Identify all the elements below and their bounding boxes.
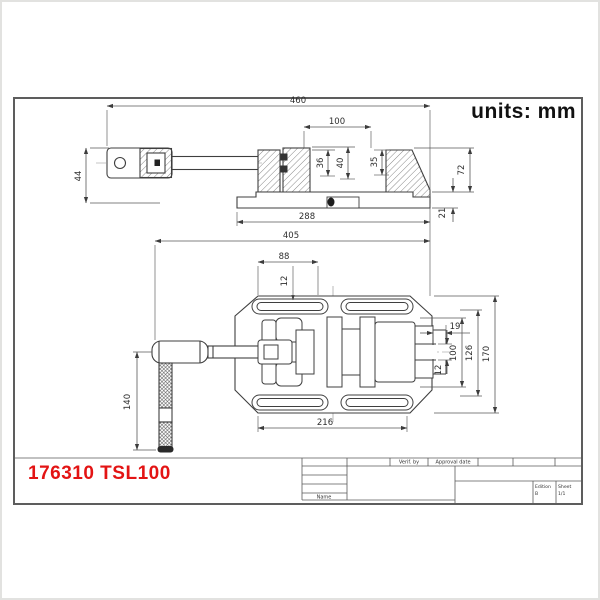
verif-by-label: Verif. by (399, 460, 419, 466)
dim-88-label: 88 (279, 252, 290, 262)
handle-bar-knurl-bottom (158, 421, 173, 449)
sheet-value: 1/1 (558, 491, 565, 497)
top-view-dim-labels: 405 88 12 140 216 19 100 12 126 170 (123, 231, 492, 428)
dim-12b-label: 12 (434, 365, 444, 376)
dim-405-label: 405 (283, 231, 299, 241)
dim-36-label: 36 (316, 158, 326, 169)
sheet-label: Sheet (558, 484, 571, 490)
units-label: units: mm (471, 100, 576, 123)
screw-rod (171, 155, 259, 171)
approval-date-label: Approval date (435, 460, 470, 466)
handle-bar-tip (157, 446, 174, 453)
side-view-dim-labels: 460 100 44 36 40 35 72 21 288 (74, 96, 467, 222)
top-view (151, 286, 450, 453)
title-block-labels: Verif. by Approval date Name Edition B S… (317, 460, 572, 501)
name-label: Name (317, 495, 332, 501)
dim-40-label: 40 (336, 158, 346, 169)
dim-126-label: 126 (465, 345, 475, 361)
dim-44-label: 44 (74, 171, 84, 182)
mounting-slots (251, 298, 414, 411)
jaw-plates (326, 316, 376, 388)
side-view-dimensions (83, 103, 474, 296)
dim-100b-label: 100 (449, 345, 459, 361)
dim-100-label: 100 (329, 117, 345, 127)
dim-19-label: 19 (450, 322, 461, 332)
dim-216-label: 216 (317, 418, 333, 428)
side-view (96, 147, 431, 209)
dim-12a-label: 12 (280, 276, 290, 287)
left-column (257, 149, 281, 193)
dim-72-label: 72 (457, 165, 467, 176)
edition-label: Edition (535, 484, 551, 490)
dim-460-label: 460 (290, 96, 306, 106)
dim-35-label: 35 (370, 157, 380, 168)
dim-288-label: 288 (299, 212, 315, 222)
movable-jaw-top (257, 317, 315, 387)
handle-bar-knurl-top (158, 362, 173, 409)
handle-hole (113, 156, 127, 170)
dim-21-label: 21 (438, 208, 448, 219)
top-view-dimensions (133, 238, 499, 451)
dim-140-label: 140 (123, 394, 133, 410)
title-block (13, 457, 583, 503)
dim-170-label: 170 (482, 346, 492, 362)
part-number: 176310 TSL100 (28, 463, 171, 484)
edition-value: B (535, 491, 538, 497)
